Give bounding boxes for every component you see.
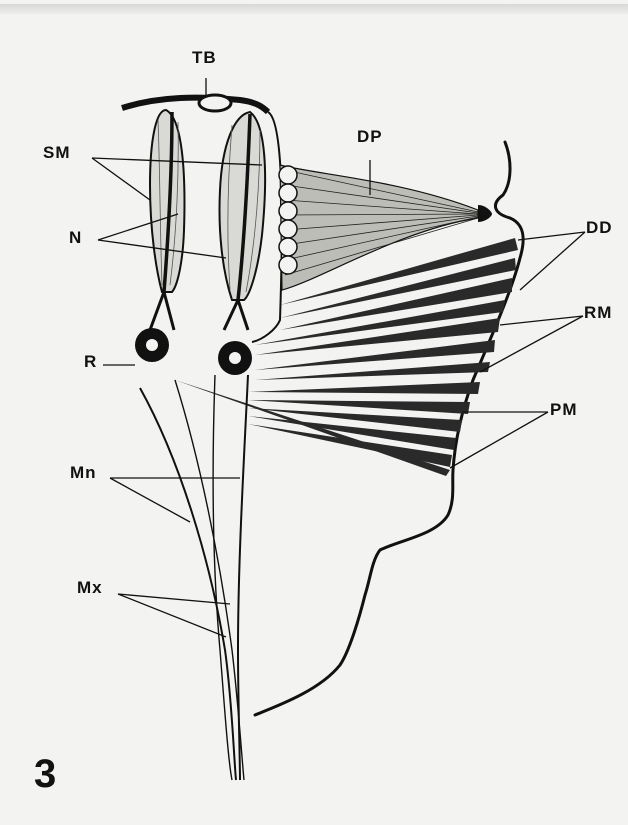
label-dp: DP bbox=[357, 127, 383, 147]
label-mn: Mn bbox=[70, 463, 97, 483]
label-rm: RM bbox=[584, 303, 612, 323]
figure-number: 3 bbox=[34, 752, 56, 797]
label-tb: TB bbox=[192, 48, 217, 68]
lower-appendages bbox=[140, 375, 248, 780]
label-n: N bbox=[69, 228, 82, 248]
top-bar-structure bbox=[122, 98, 268, 112]
label-pm: PM bbox=[550, 400, 578, 420]
label-dd: DD bbox=[586, 218, 613, 238]
dorsal-pad-muscle bbox=[280, 165, 492, 290]
label-mx: Mx bbox=[77, 578, 103, 598]
label-sm: SM bbox=[43, 143, 71, 163]
label-r: R bbox=[84, 352, 97, 372]
top-bar-node bbox=[199, 95, 231, 111]
